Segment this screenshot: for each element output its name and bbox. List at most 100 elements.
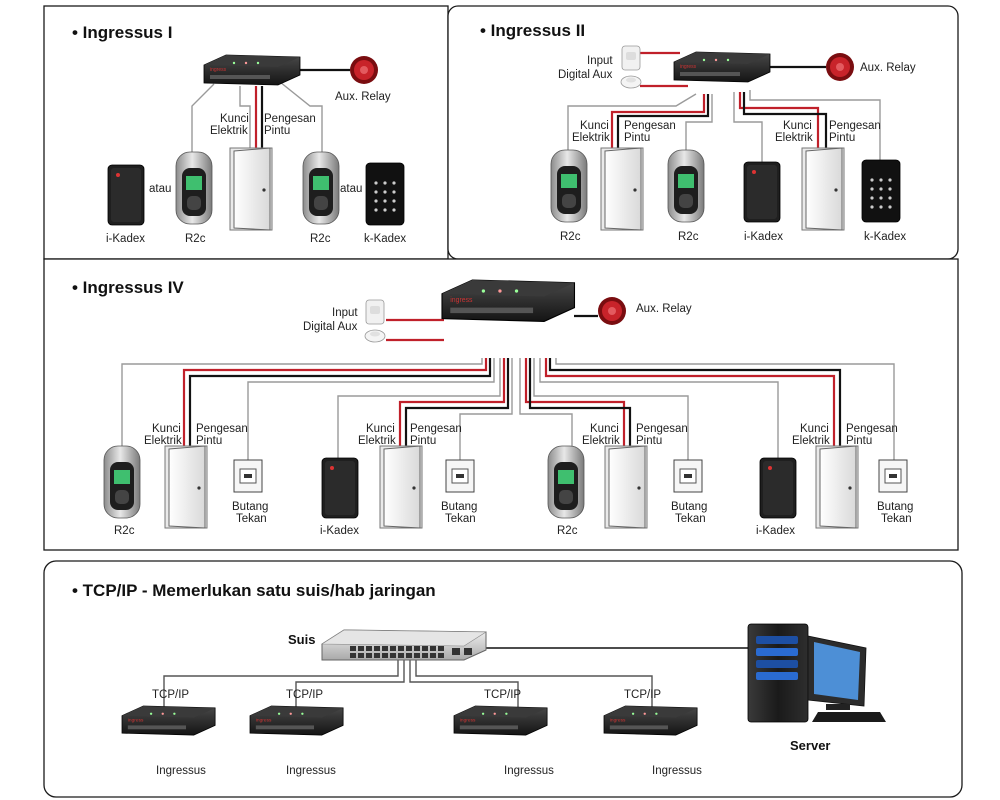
tcpip-title: • TCP/IP - Memerlukan satu suis/hab jari… (72, 581, 436, 600)
ingressus-4-ikadex-reader-1 (321, 457, 359, 519)
tcpip-wires (163, 647, 748, 712)
ingressus-2-pengesan-right-line2: Pintu (829, 132, 855, 144)
ingressus-4-pengesan-3-line1: Pengesan (636, 423, 688, 435)
ingressus-2-device-label-1: R2c (560, 231, 581, 243)
ingressus-4-push-button-3 (673, 459, 703, 493)
tcpip-controller-1 (121, 705, 216, 736)
ingressus-label-2: Ingressus (286, 765, 336, 777)
ingressus-1-kunci-line2: Elektrik (210, 125, 248, 137)
ingressus-2-controller (673, 51, 771, 83)
ingressus-4-pengesan-4-line2: Pintu (846, 435, 872, 447)
tcpip-controller-4 (603, 705, 698, 736)
ingressus-4-pengesan-2-line2: Pintu (410, 435, 436, 447)
ingressus-2-door-1 (600, 147, 644, 231)
ingressus-4-butang-2-line2: Tekan (445, 513, 476, 525)
ingressus-4-butang-4-line1: Butang (877, 501, 913, 513)
ingressus-4-kunci-2-line2: Elektrik (358, 435, 396, 447)
ingressus-4-title: • Ingressus IV (72, 278, 184, 297)
ingressus-4-controller (441, 279, 576, 323)
ingressus-4-push-button-4 (878, 459, 908, 493)
network-switch (320, 629, 488, 661)
ingressus-4-aux-relay-label: Aux. Relay (636, 303, 692, 315)
ingressus-1-pengesan-line1: Pengesan (264, 113, 316, 125)
ingressus-4-door-2 (379, 445, 423, 529)
ingressus-4-device-label-1: R2c (114, 525, 135, 537)
ingressus-2-digital-input-sensors (620, 45, 642, 89)
ingressus-4-butang-2-line1: Butang (441, 501, 477, 513)
server-computer (747, 623, 886, 723)
ingressus-1-aux-relay-label: Aux. Relay (335, 91, 391, 103)
tcpip-controller-3 (453, 705, 548, 736)
ingressus-2-device-label-2: R2c (678, 231, 699, 243)
ingressus-2-kkadex-keypad (861, 159, 901, 223)
ingressus-4-kunci-1-line2: Elektrik (144, 435, 182, 447)
ingressus-4-kunci-3-line1: Kunci (590, 423, 619, 435)
ingressus-2-kunci-right-line1: Kunci (783, 120, 812, 132)
ingressus-2-pengesan-left-line1: Pengesan (624, 120, 676, 132)
panel-tcpip (43, 560, 963, 798)
tcpip-label-2: TCP/IP (286, 689, 323, 701)
ingressus-2-input-line1: Input (587, 55, 613, 67)
ingressus-4-butang-3-line2: Tekan (675, 513, 706, 525)
ingressus-label-4: Ingressus (652, 765, 702, 777)
ingressus-2-ikadex-reader (743, 161, 781, 223)
ingressus-4-butang-3-line1: Butang (671, 501, 707, 513)
ingressus-4-kunci-2-line1: Kunci (366, 423, 395, 435)
ingressus-2-aux-relay-label: Aux. Relay (860, 62, 916, 74)
ingressus-1-atau-right: atau (340, 183, 362, 195)
ingressus-4-butang-1-line1: Butang (232, 501, 268, 513)
tcpip-controller-2 (249, 705, 344, 736)
ingressus-4-device-label-3: R2c (557, 525, 578, 537)
ingressus-4-kunci-3-line2: Elektrik (582, 435, 620, 447)
ingressus-2-kunci-left-line2: Elektrik (572, 132, 610, 144)
ingressus-4-door-3 (604, 445, 648, 529)
ingressus-2-aux-relay-siren (826, 53, 854, 81)
ingressus-4-kunci-4-line2: Elektrik (792, 435, 830, 447)
ingressus-1-kkadex-keypad (365, 162, 405, 226)
ingressus-4-pengesan-4-line1: Pengesan (846, 423, 898, 435)
ingressus-1-wires (191, 68, 350, 152)
ingressus-4-door-1 (164, 445, 208, 529)
ingressus-4-butang-1-line2: Tekan (236, 513, 267, 525)
ingressus-1-device-label-1: i-Kadex (106, 233, 145, 245)
ingressus-1-title: • Ingressus I (72, 23, 172, 42)
ingressus-4-pengesan-1-line1: Pengesan (196, 423, 248, 435)
ingressus-1-atau-left: atau (149, 183, 171, 195)
ingressus-4-aux-relay-siren (598, 297, 626, 325)
ingressus-2-kunci-right-line2: Elektrik (775, 132, 813, 144)
ingressus-4-push-button-2 (445, 459, 475, 493)
ingressus-4-pengesan-1-line2: Pintu (196, 435, 222, 447)
ingressus-4-device-label-2: i-Kadex (320, 525, 359, 537)
switch-label: Suis (288, 632, 315, 647)
ingressus-2-r2c-reader-1 (550, 149, 588, 223)
ingressus-4-r2c-reader-1 (103, 445, 141, 519)
ingressus-1-ikadex-reader (107, 164, 145, 226)
ingressus-4-pengesan-3-line2: Pintu (636, 435, 662, 447)
ingressus-4-r2c-reader-2 (547, 445, 585, 519)
ingressus-2-kunci-left-line1: Kunci (580, 120, 609, 132)
ingressus-4-ikadex-reader-2 (759, 457, 797, 519)
ingressus-4-wires (121, 314, 895, 460)
ingressus-1-r2c-reader-left (175, 151, 213, 225)
tcpip-label-3: TCP/IP (484, 689, 521, 701)
ingressus-4-push-button-1 (233, 459, 263, 493)
ingressus-1-aux-relay-siren (350, 56, 378, 84)
ingressus-2-wires (567, 51, 881, 162)
ingressus-1-device-label-3: R2c (310, 233, 331, 245)
ingressus-2-input-line2: Digital Aux (558, 69, 613, 81)
tcpip-label-1: TCP/IP (152, 689, 189, 701)
ingressus-4-butang-4-line2: Tekan (881, 513, 912, 525)
ingressus-1-device-label-4: k-Kadex (364, 233, 406, 245)
ingressus-4-kunci-4-line1: Kunci (800, 423, 829, 435)
ingressus-2-device-label-3: i-Kadex (744, 231, 783, 243)
ingressus-4-kunci-1-line1: Kunci (152, 423, 181, 435)
ingressus-1-door (229, 147, 273, 231)
ingressus-4-input-line1: Input (332, 307, 358, 319)
ingressus-2-pengesan-right-line1: Pengesan (829, 120, 881, 132)
ingressus-2-pengesan-left-line2: Pintu (624, 132, 650, 144)
tcpip-label-4: TCP/IP (624, 689, 661, 701)
server-label: Server (790, 738, 830, 753)
ingressus-label-1: Ingressus (156, 765, 206, 777)
ingressus-1-r2c-reader-right (302, 151, 340, 225)
